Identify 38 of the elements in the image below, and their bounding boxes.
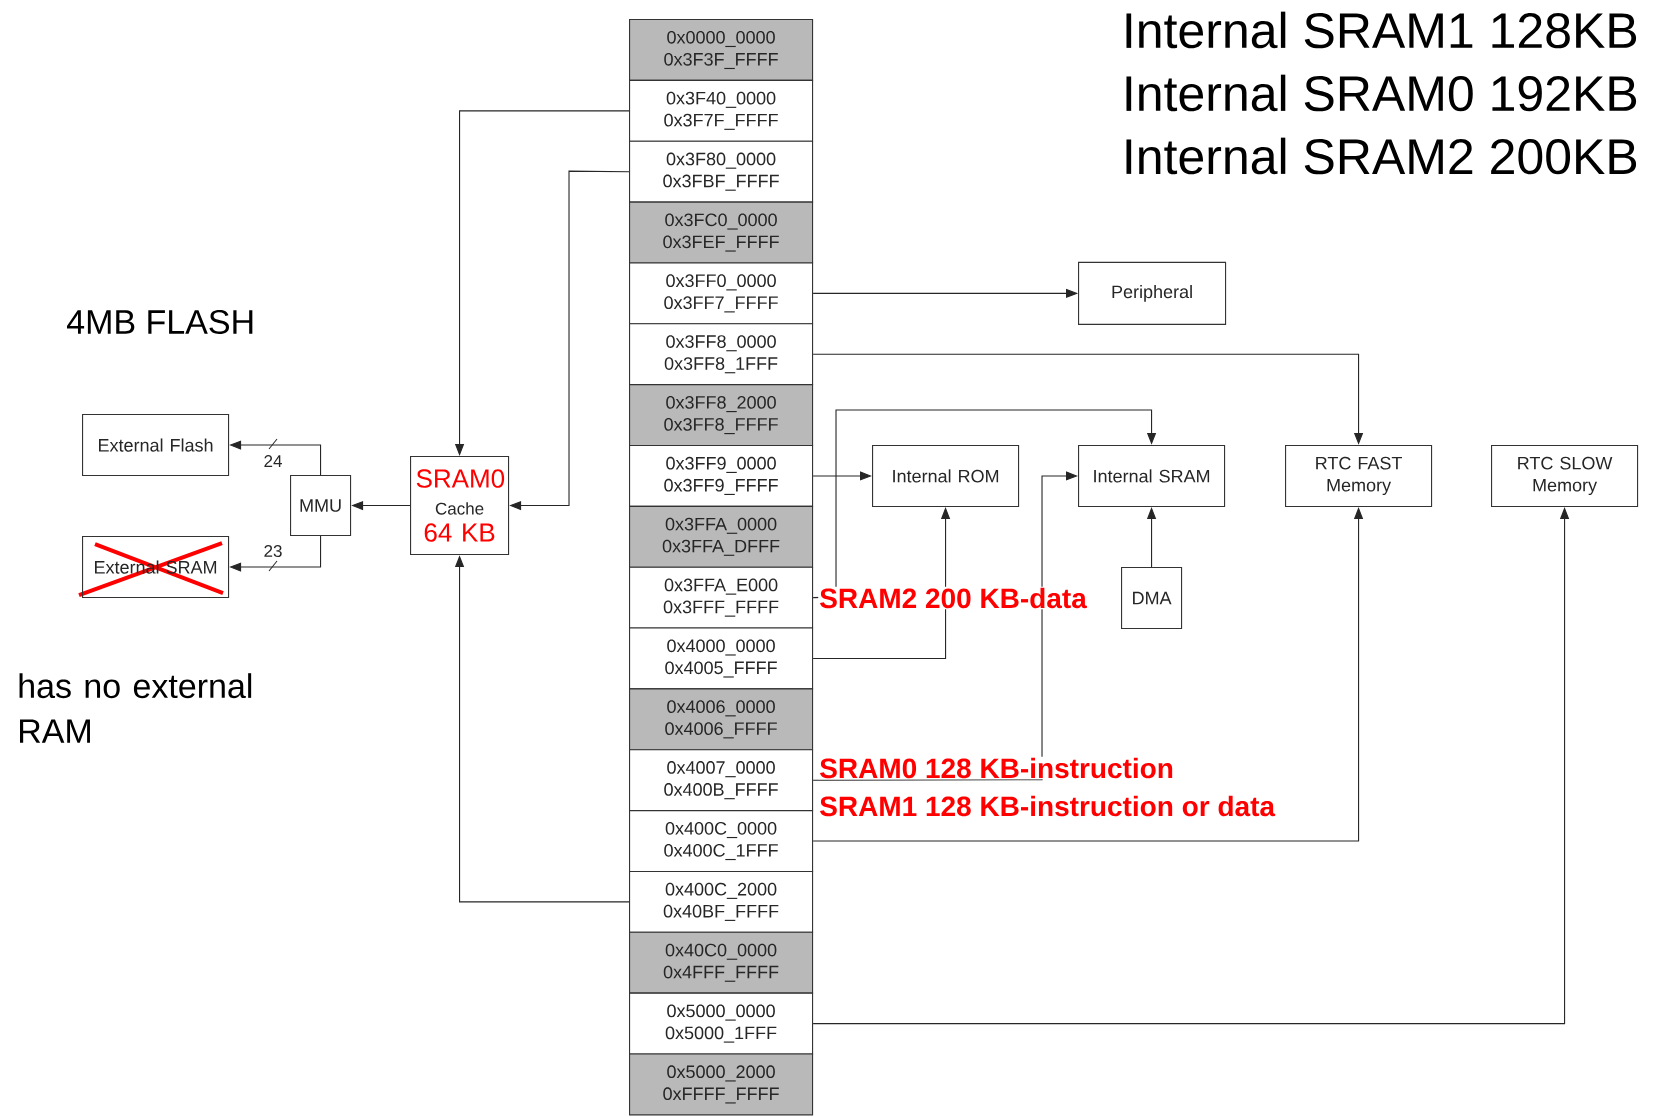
edge-label: 24 bbox=[262, 454, 284, 468]
edge-label: 23 bbox=[262, 544, 284, 559]
address-cell: 0x3FF9_0000 0x3FF9_FFFF bbox=[629, 444, 814, 507]
address-cell: 0x5000_2000 0xFFFF_FFFF bbox=[629, 1053, 814, 1116]
address-cell: 0x3F80_0000 0x3FBF_FFFF bbox=[629, 140, 814, 203]
annotation: SRAM2 200 KB-data bbox=[818, 586, 1088, 610]
block-box: RTC FAST Memory bbox=[1285, 444, 1433, 507]
title-line: Internal SRAM1 128KB bbox=[1126, 11, 1637, 49]
block-box: Internal SRAM bbox=[1078, 444, 1226, 507]
block-box: RTC SLOW Memory bbox=[1491, 444, 1639, 507]
note-text: has no external RAM bbox=[19, 673, 252, 743]
address-cell: 0x4007_0000 0x400B_FFFF bbox=[629, 749, 814, 812]
address-cell: 0x400C_0000 0x400C_1FFF bbox=[629, 810, 814, 872]
block-box: Peripheral bbox=[1078, 261, 1227, 325]
address-cell: 0x40C0_0000 0x4FFF_FFFF bbox=[629, 931, 814, 994]
block-box: MMU bbox=[290, 475, 352, 537]
arrow bbox=[812, 409, 1157, 599]
annotation: SRAM1 128 KB-instruction or data bbox=[818, 794, 1277, 818]
note-text: 4MB FLASH bbox=[67, 309, 253, 335]
block-box: DMA bbox=[1121, 567, 1183, 630]
address-cell: 0x0000_0000 0x3F3F_FFFF bbox=[629, 19, 814, 81]
address-cell: 0x3FC0_0000 0x3FEF_FFFF bbox=[629, 201, 814, 264]
address-cell: 0x3F40_0000 0x3F7F_FFFF bbox=[629, 79, 814, 142]
block-box: Internal ROM bbox=[872, 444, 1020, 507]
address-cell: 0x4000_0000 0x4005_FFFF bbox=[629, 627, 814, 690]
address-cell: 0x400C_2000 0x40BF_FFFF bbox=[629, 870, 814, 933]
cache-box: SRAM0 Cache 64 KB bbox=[410, 456, 510, 556]
block-box: External Flash bbox=[82, 414, 230, 477]
address-cell: 0x3FFA_0000 0x3FFA_DFFF bbox=[629, 505, 814, 568]
annotation: SRAM0 128 KB-instruction bbox=[818, 756, 1175, 780]
title-line: Internal SRAM0 192KB bbox=[1126, 74, 1637, 112]
address-cell: 0x4006_0000 0x4006_FFFF bbox=[629, 688, 814, 751]
address-cell: 0x5000_0000 0x5000_1FFF bbox=[629, 992, 814, 1055]
address-cell: 0x3FFA_E000 0x3FFF_FFFF bbox=[629, 566, 814, 629]
address-cell: 0x3FF8_2000 0x3FF8_FFFF bbox=[629, 384, 814, 447]
address-cell: 0x3FF8_0000 0x3FF8_1FFF bbox=[629, 323, 814, 386]
title-line: Internal SRAM2 200KB bbox=[1126, 137, 1637, 175]
address-cell: 0x3FF0_0000 0x3FF7_FFFF bbox=[629, 262, 814, 325]
